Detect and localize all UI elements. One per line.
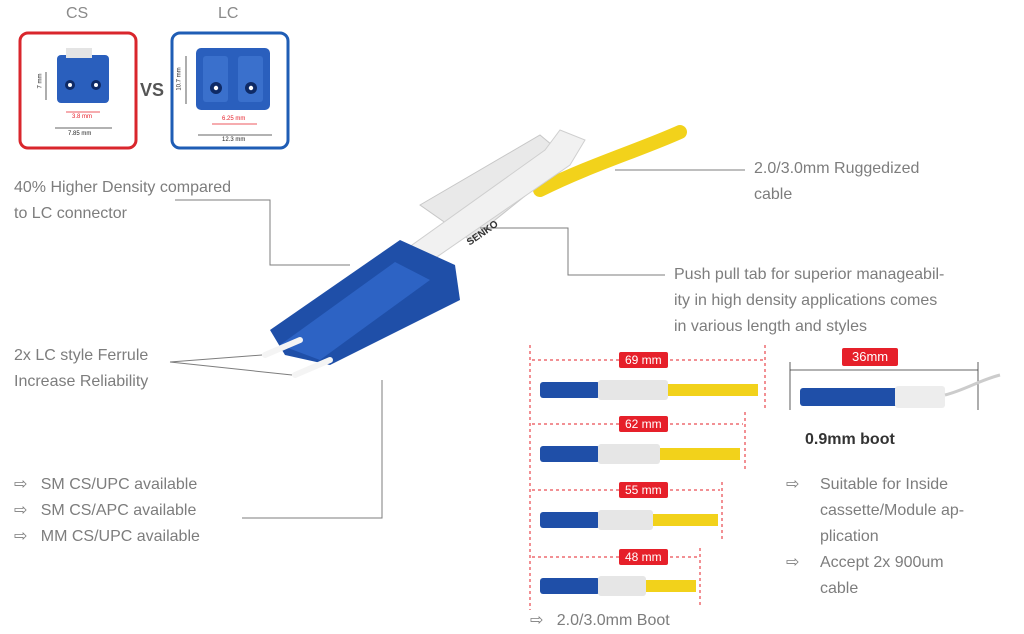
boot-footer: ⇨ 2.0/3.0mm Boot: [530, 608, 670, 634]
boot-length-badge: 48 mm: [619, 549, 668, 565]
availability-item: ⇨ SM CS/APC available: [14, 502, 197, 519]
boot09-feature: ⇨ Suitable for Inside cassette/Module ap…: [786, 472, 964, 550]
arrow-icon: ⇨: [530, 612, 544, 629]
cs-pitch-label: 3.8 mm: [72, 114, 93, 120]
boot09-connector: [789, 362, 1001, 410]
cs-height-label: 7 mm: [37, 73, 44, 89]
push-pull-callout: Push pull tab for superior manageabil- i…: [674, 262, 944, 340]
ferrule-callout: 2x LC style Ferrule Increase Reliability: [14, 343, 148, 395]
lc-front-face: [185, 48, 272, 136]
availability-item: ⇨ MM CS/UPC available: [14, 528, 200, 545]
boot09-length-badge: 36mm: [842, 348, 899, 366]
lc-label: LC: [218, 5, 239, 22]
ferrule-line-1: 2x LC style Ferrule: [14, 347, 149, 364]
arrow-icon: ⇨: [14, 528, 28, 545]
availability-item: ⇨ SM CS/UPC available: [14, 476, 198, 493]
boot09-title: 0.9mm boot: [805, 431, 895, 448]
boot09-feature: ⇨ Accept 2x 900um cable: [786, 550, 964, 602]
availability-list: ⇨ SM CS/UPC available ⇨ SM CS/APC availa…: [14, 472, 200, 550]
vs-label: VS: [140, 80, 165, 100]
lc-height-label: 10.7 mm: [176, 67, 183, 91]
cable: [533, 125, 687, 197]
density-callout: 40% Higher Density compared to LC connec…: [14, 175, 231, 227]
arrow-icon: ⇨: [786, 554, 800, 571]
density-line-1: 40% Higher Density compared: [14, 179, 231, 196]
push-pull-line-3: in various length and styles: [674, 318, 867, 335]
push-pull-line-2: ity in high density applications comes: [674, 292, 938, 309]
callout-lines: [169, 169, 745, 519]
ferrule-line-2: Increase Reliability: [14, 373, 149, 390]
arrow-icon: ⇨: [14, 502, 28, 519]
cs-front-face: [45, 48, 112, 129]
boot-length-badge: 55 mm: [619, 482, 668, 498]
arrow-icon: ⇨: [786, 476, 800, 493]
push-pull-line-1: Push pull tab for superior manageabil-: [674, 266, 945, 283]
ferrule-top: [262, 337, 303, 358]
boot-length-badge: 62 mm: [619, 416, 668, 432]
arrow-icon: ⇨: [14, 476, 28, 493]
lc-width-label: 12.3 mm: [222, 137, 246, 143]
ferrule-bottom: [292, 357, 333, 378]
cable-line-2: cable: [754, 186, 793, 203]
lc-pitch-label: 6.25 mm: [222, 116, 246, 122]
cable-callout: 2.0/3.0mm Ruggedized cable: [754, 156, 919, 208]
density-line-2: to LC connector: [14, 205, 127, 222]
cs-label: CS: [66, 5, 89, 22]
boot-length-badge: 69 mm: [619, 352, 668, 368]
boot09-features: ⇨ Suitable for Inside cassette/Module ap…: [786, 472, 964, 602]
boot-footer-label: 2.0/3.0mm Boot: [556, 612, 670, 629]
boot-length-rows: [529, 345, 766, 610]
cs-width-label: 7.85 mm: [68, 131, 92, 137]
cable-line-1: 2.0/3.0mm Ruggedized: [754, 160, 920, 177]
